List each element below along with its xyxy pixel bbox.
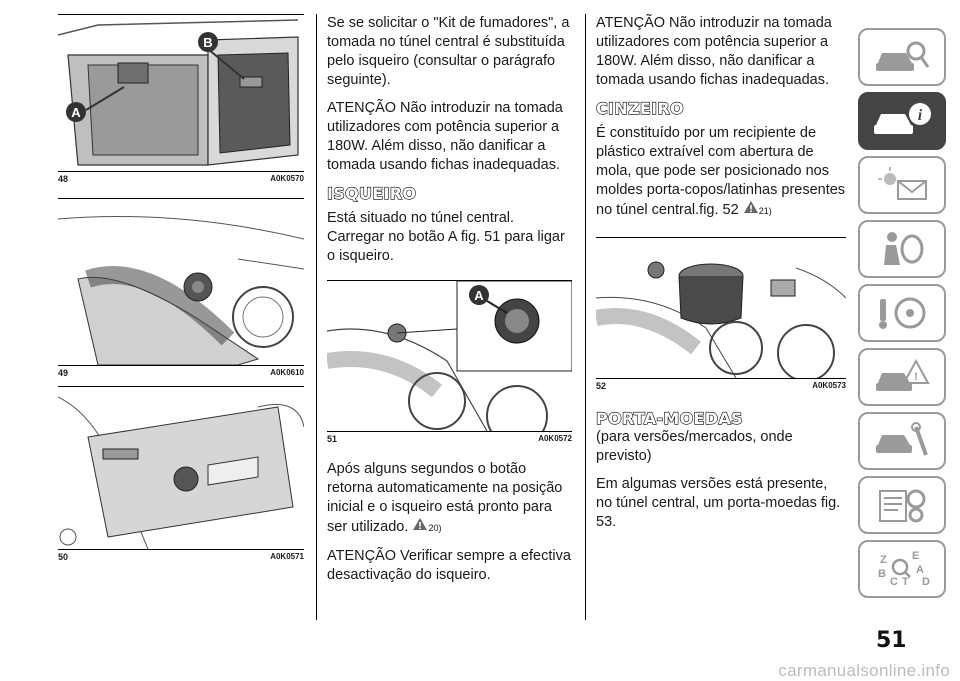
figure-52-caption: 52 A0K0573 (596, 379, 846, 391)
svg-text:E: E (912, 550, 919, 562)
watermark-text: carmanualsonline.info (778, 661, 950, 680)
figure-48-label-a: A (71, 105, 81, 120)
figure-50-code: A0K0571 (270, 552, 304, 561)
svg-text:T: T (902, 576, 909, 588)
column-right: ATENÇÃO Não introduzir na tomada utiliza… (595, 14, 846, 541)
tab-car-search[interactable] (858, 28, 946, 86)
steering-key-icon (879, 297, 926, 329)
figure-51-label-a: A (474, 288, 484, 303)
watermark: carmanualsonline.info (0, 661, 960, 681)
figure-49-code: A0K0610 (270, 368, 304, 377)
warning-ref-20[interactable]: 20) (428, 523, 442, 533)
svg-text:!: ! (914, 371, 918, 383)
column-middle: Se se solicitar o "Kit de fumadores", a … (326, 14, 572, 594)
figure-49-number: 49 (58, 368, 69, 378)
figure-49 (58, 198, 304, 366)
svg-text:i: i (918, 107, 923, 124)
figure-52 (596, 237, 846, 379)
tab-specs-gear[interactable] (858, 476, 946, 534)
svg-text:D: D (922, 576, 930, 588)
column-left: A B 48 A0K0570 49 A0K0610 (58, 14, 304, 562)
warning-triangle-icon (743, 201, 758, 213)
figure-48-illustration: A B (58, 19, 299, 166)
tab-car-tools[interactable] (858, 412, 946, 470)
car-info-icon: i (874, 103, 931, 134)
road-hazard-icon: ! (876, 358, 930, 391)
airbag-person-icon (884, 232, 924, 265)
kit-fumadores-paragraph: Se se solicitar o "Kit de fumadores", a … (327, 15, 570, 88)
figure-51-code: A0K0572 (538, 434, 572, 443)
warning-lights-icon (878, 167, 927, 200)
tab-steering-key[interactable] (858, 284, 946, 342)
figure-50 (58, 386, 304, 550)
figure-50-caption: 50 A0K0571 (58, 550, 304, 562)
tab-warning-lights[interactable] (858, 156, 946, 214)
figure-48-number: 48 (58, 174, 69, 184)
atencao-desactivacao-paragraph: ATENÇÃO Verificar sempre a efectiva desa… (327, 548, 571, 583)
warning-ref-21[interactable]: 21) (758, 206, 772, 216)
tab-airbag[interactable] (858, 220, 946, 278)
svg-text:B: B (878, 568, 886, 580)
figure-50-illustration (58, 396, 304, 549)
page-number: 51 (876, 628, 907, 653)
tab-car-info[interactable]: i (858, 92, 946, 150)
chapter-tabs: i ! (858, 28, 954, 604)
svg-text:Z: Z (880, 554, 887, 566)
warning-triangle-icon (413, 518, 428, 530)
tab-road-hazard[interactable]: ! (858, 348, 946, 406)
cinzeiro-heading: CINZEIRO (595, 98, 684, 118)
car-search-icon (876, 41, 930, 71)
isqueiro-heading: ISQUEIRO (326, 183, 417, 203)
figure-48: A B (58, 14, 304, 172)
porta-moedas-paragraph: Em algumas versões está presente, no tún… (596, 476, 841, 530)
isqueiro-ready-text: Após alguns segundos o botão retorna aut… (327, 461, 563, 535)
atencao-tomada-paragraph-2: ATENÇÃO Não introduzir na tomada utiliza… (596, 15, 832, 88)
isqueiro-location-paragraph: Está situado no túnel central. Carregar … (327, 210, 565, 264)
figure-52-number: 52 (596, 381, 607, 391)
figure-48-code: A0K0570 (270, 174, 304, 183)
porta-moedas-subtitle: (para versões/mercados, onde previsto) (596, 429, 793, 464)
figure-48-caption: 48 A0K0570 (58, 172, 304, 184)
figure-49-caption: 49 A0K0610 (58, 366, 304, 378)
svg-text:A: A (916, 564, 924, 576)
figure-52-illustration (596, 261, 846, 378)
column-divider-1 (316, 14, 317, 620)
porta-moedas-heading: PORTA-MOEDAS (595, 408, 743, 428)
car-tools-icon (876, 422, 928, 456)
cinzeiro-paragraph: É constituído por um recipiente de plást… (596, 124, 846, 221)
svg-text:C: C (890, 576, 898, 588)
figure-51: A (327, 280, 572, 432)
specs-gear-icon (879, 489, 926, 523)
column-divider-2 (585, 14, 586, 620)
figure-52-code: A0K0573 (812, 381, 846, 390)
figure-51-illustration: A (327, 281, 572, 431)
figure-51-caption: 51 A0K0572 (327, 432, 572, 444)
figure-50-number: 50 (58, 552, 69, 562)
isqueiro-ready-paragraph: Após alguns segundos o botão retorna aut… (327, 460, 572, 538)
atencao-tomada-paragraph: ATENÇÃO Não introduzir na tomada utiliza… (327, 100, 563, 173)
figure-48-label-b: B (203, 35, 212, 50)
figure-49-illustration (58, 216, 304, 365)
figure-51-number: 51 (327, 434, 338, 444)
cinzeiro-text: É constituído por um recipiente de plást… (596, 125, 846, 218)
